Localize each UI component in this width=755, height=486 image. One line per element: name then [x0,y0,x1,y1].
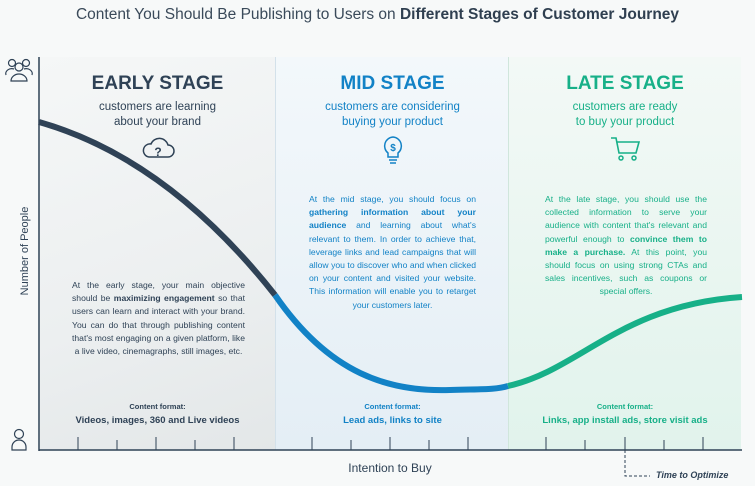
late-stage-description: At the late stage, you should use the co… [545,193,707,299]
desc-text: At the early stage, your main objective … [72,280,245,304]
people-group-icon [5,58,33,82]
time-to-optimize-label: Time to Optimize [656,470,729,480]
content-format-value: Lead ads, links to site [343,415,442,426]
desc-text: At the late stage, you should use the co… [545,194,707,244]
early-stage-description: At the early stage, your main objective … [72,279,245,358]
early-stage-heading: EARLY STAGE [91,73,224,94]
y-axis-label: Number of People [19,206,31,296]
late-stage-panel: LATE STAGE customers are ready to buy you… [508,57,741,450]
mid-curve [272,293,509,394]
desc-text: At this point, you should focus on using… [545,246,707,297]
desc-highlight: convince them to make a purchase. [545,233,708,257]
mid-stage-subtitle: customers are considering buying your pro… [276,100,509,130]
mid-stage-heading: MID STAGE [340,73,445,94]
desc-text: so that users can learn and interact wit… [72,293,245,357]
person-icon [11,428,27,451]
early-stage-panel: EARLY STAGE customers are learning about … [40,57,275,450]
late-stage-subtitle: customers are ready to buy your product [509,100,741,130]
content-format-label: Content format: [129,402,186,411]
sub-line-1: customers are learning [99,101,216,113]
early-stage-subtitle: customers are learning about your brand [40,100,275,130]
shopping-cart-icon [611,137,641,161]
sub-line-2: to buy your product [575,116,675,128]
lightbulb-dollar-icon: $ [383,136,402,164]
content-format-value: Videos, images, 360 and Live videos [75,415,240,426]
content-format-label: Content format: [596,402,654,411]
sub-line-2: buying your product [341,116,443,128]
svg-text:?: ? [154,145,161,159]
desc-highlight: maximizing engagement [113,293,215,304]
desc-highlight: gathering information about your audienc… [309,207,476,231]
mid-stage-panel: MID STAGE customers are considering buyin… [275,57,509,450]
page-title: Content You Should Be Publishing to User… [0,6,755,24]
title-plain: Content You Should Be Publishing to User… [75,6,400,23]
sub-line-1: customers are considering [325,101,460,113]
sub-line-1: customers are ready [572,101,678,113]
desc-text: and learning about what's relevant to th… [309,220,476,310]
sub-line-2: about your brand [114,116,201,128]
late-curve [507,294,743,389]
early-curve [38,119,278,297]
svg-text:$: $ [390,143,396,154]
x-axis-ticks [77,437,704,450]
content-format-label: Content format: [364,402,421,411]
late-stage-heading: LATE STAGE [566,73,684,94]
optimize-marker [624,450,650,477]
title-bold: Different Stages of Customer Journey [399,6,680,23]
content-format-value: Links, app install ads, store visit ads [542,415,708,426]
desc-text: At the mid stage, you should focus on [309,194,476,204]
cloud-question-icon: ? [142,137,175,159]
x-axis-label: Intention to Buy [348,461,432,475]
mid-stage-description: At the mid stage, you should focus on ga… [309,193,476,312]
